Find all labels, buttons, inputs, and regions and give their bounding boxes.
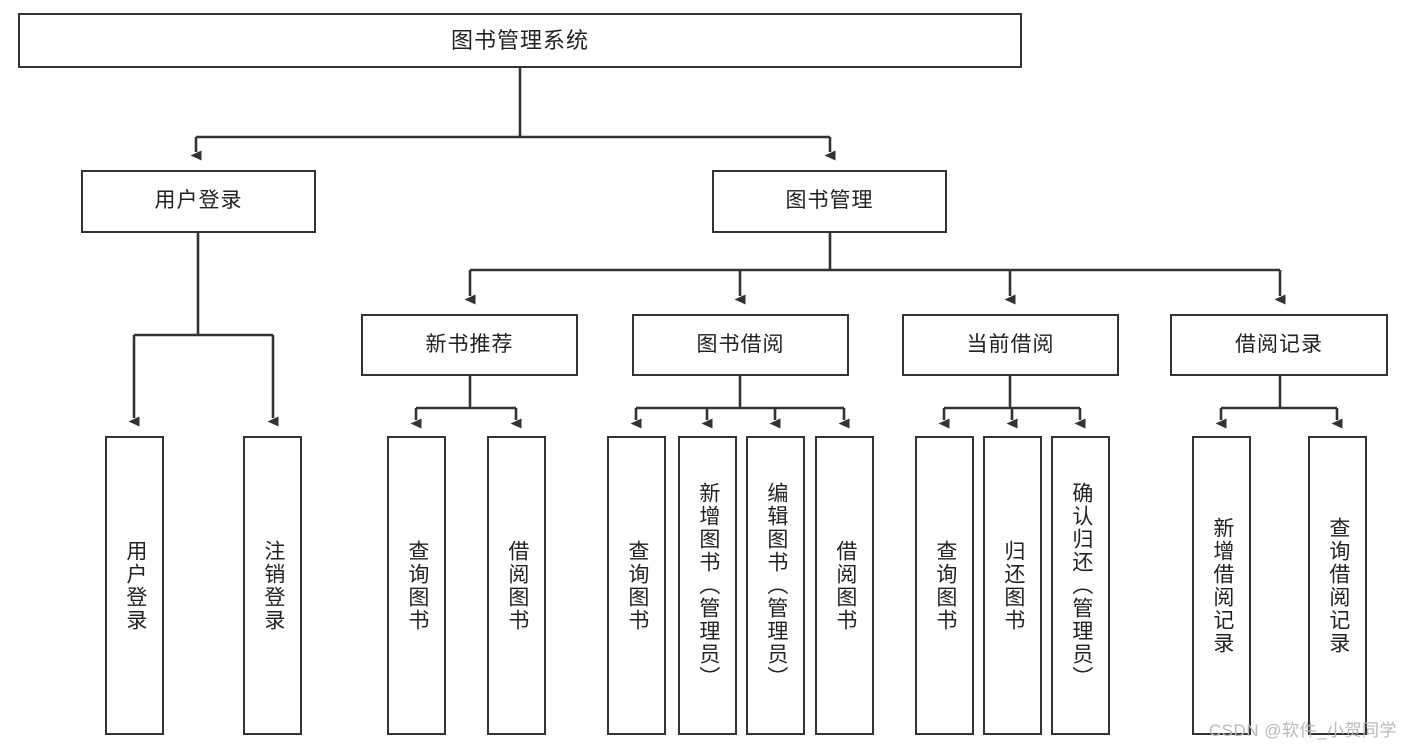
node-label: 借阅图书 bbox=[833, 539, 857, 632]
node-leaf-user-login[interactable]: 用户登录 bbox=[105, 436, 164, 735]
node-label: 图书管理系统 bbox=[450, 27, 589, 53]
csdn-watermark: CSDN @软件_小贺同学 bbox=[1208, 721, 1397, 740]
node-label: 注销登录 bbox=[261, 539, 285, 632]
node-leaf-borrow-borrow-book[interactable]: 借阅图书 bbox=[815, 436, 874, 735]
node-leaf-record-add[interactable]: 新增借阅记录 bbox=[1192, 436, 1251, 735]
node-label: 查询图书 bbox=[933, 539, 957, 632]
node-book-borrowing[interactable]: 图书借阅 bbox=[632, 314, 849, 376]
node-label: 归还图书 bbox=[1001, 539, 1025, 632]
node-label: 新增借阅记录 bbox=[1210, 516, 1234, 655]
node-leaf-user-logout[interactable]: 注销登录 bbox=[243, 436, 302, 735]
node-leaf-borrow-query-book[interactable]: 查询图书 bbox=[607, 436, 666, 735]
node-label: 用户登录 bbox=[123, 539, 147, 632]
node-label: 新增图书（管理员） bbox=[696, 482, 720, 689]
node-label: 查询借阅记录 bbox=[1326, 516, 1350, 655]
node-current-borrowing[interactable]: 当前借阅 bbox=[902, 314, 1119, 376]
node-label: 用户登录 bbox=[154, 189, 243, 213]
node-leaf-rec-query-book[interactable]: 查询图书 bbox=[387, 436, 446, 735]
node-label: 查询图书 bbox=[405, 539, 429, 632]
node-user-login[interactable]: 用户登录 bbox=[81, 170, 316, 233]
node-leaf-current-return-book[interactable]: 归还图书 bbox=[983, 436, 1042, 735]
node-leaf-current-query-book[interactable]: 查询图书 bbox=[915, 436, 974, 735]
node-leaf-borrow-add-book-admin[interactable]: 新增图书（管理员） bbox=[678, 436, 737, 735]
node-label: 借阅记录 bbox=[1235, 332, 1323, 356]
node-book-management[interactable]: 图书管理 bbox=[712, 170, 947, 233]
node-leaf-borrow-edit-book-admin[interactable]: 编辑图书（管理员） bbox=[746, 436, 805, 735]
node-label: 编辑图书（管理员） bbox=[764, 482, 788, 689]
node-label: 确认归还（管理员） bbox=[1069, 482, 1093, 689]
node-leaf-rec-borrow-book[interactable]: 借阅图书 bbox=[487, 436, 546, 735]
node-root-book-management-system[interactable]: 图书管理系统 bbox=[18, 13, 1022, 68]
node-new-book-recommendation[interactable]: 新书推荐 bbox=[361, 314, 578, 376]
node-label: 新书推荐 bbox=[425, 332, 514, 356]
node-label: 当前借阅 bbox=[966, 332, 1055, 356]
node-leaf-current-confirm-return-admin[interactable]: 确认归还（管理员） bbox=[1051, 436, 1110, 735]
node-label: 图书借阅 bbox=[696, 332, 785, 356]
node-label: 借阅图书 bbox=[505, 539, 529, 632]
node-label: 图书管理 bbox=[785, 189, 874, 213]
node-label: 查询图书 bbox=[625, 539, 649, 632]
node-borrowing-records[interactable]: 借阅记录 bbox=[1170, 314, 1388, 376]
node-leaf-record-query[interactable]: 查询借阅记录 bbox=[1308, 436, 1367, 735]
